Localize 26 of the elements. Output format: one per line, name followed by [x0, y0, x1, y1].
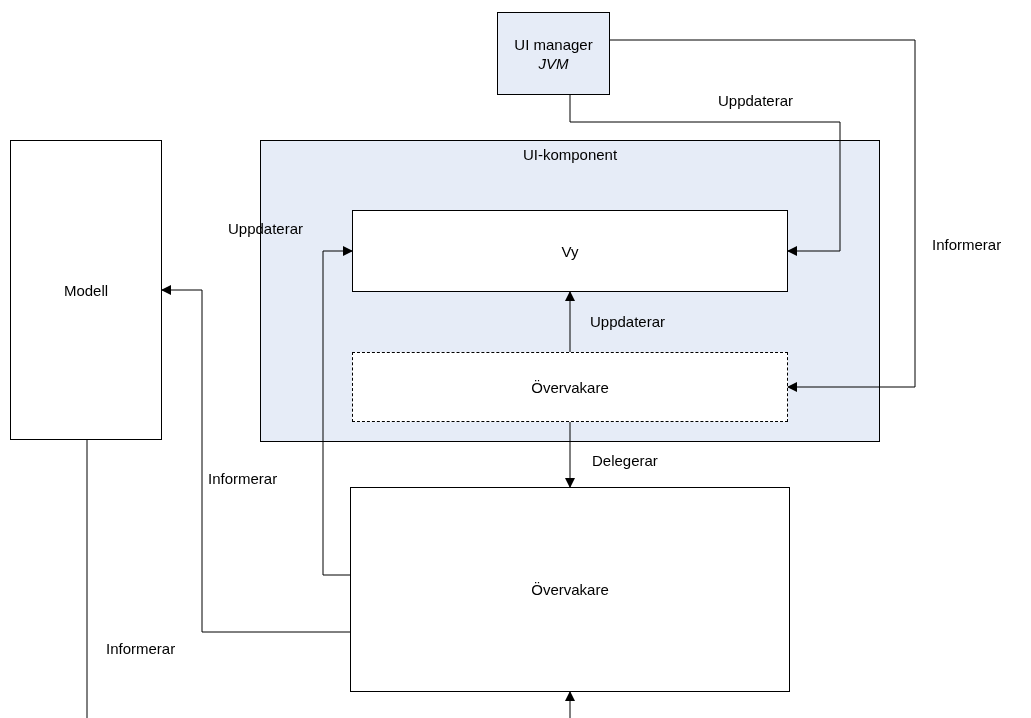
- arrow: [569, 94, 841, 256]
- node-subtitle: JVM: [537, 53, 570, 73]
- edge-label: Informerar: [932, 236, 1002, 253]
- view-box: [352, 210, 788, 292]
- node-label: Modell: [62, 280, 110, 300]
- edge-label: Informerar: [208, 470, 278, 487]
- arrow: [565, 421, 575, 488]
- node-label: Vy: [560, 241, 580, 261]
- arrow: [161, 285, 351, 633]
- arrow: [322, 246, 353, 576]
- arrow: [565, 291, 575, 353]
- edge-label: Delegerar: [592, 452, 658, 469]
- node-label: UI-komponent: [521, 145, 619, 164]
- edge-label: Uppdaterar: [718, 92, 794, 109]
- observer-box: [350, 487, 790, 692]
- edge-label: Uppdaterar: [590, 313, 666, 330]
- edge-label: Informerar: [106, 640, 176, 657]
- arrow: [565, 691, 575, 718]
- node-label: Övervakare: [530, 377, 610, 397]
- node-label: Övervakare: [530, 580, 610, 599]
- arrow: [609, 39, 916, 392]
- connector-line: [86, 439, 88, 718]
- observer-box: [352, 352, 788, 422]
- manager-box: [497, 12, 610, 95]
- node-label: UI manager: [513, 34, 594, 54]
- model-box: [10, 140, 162, 440]
